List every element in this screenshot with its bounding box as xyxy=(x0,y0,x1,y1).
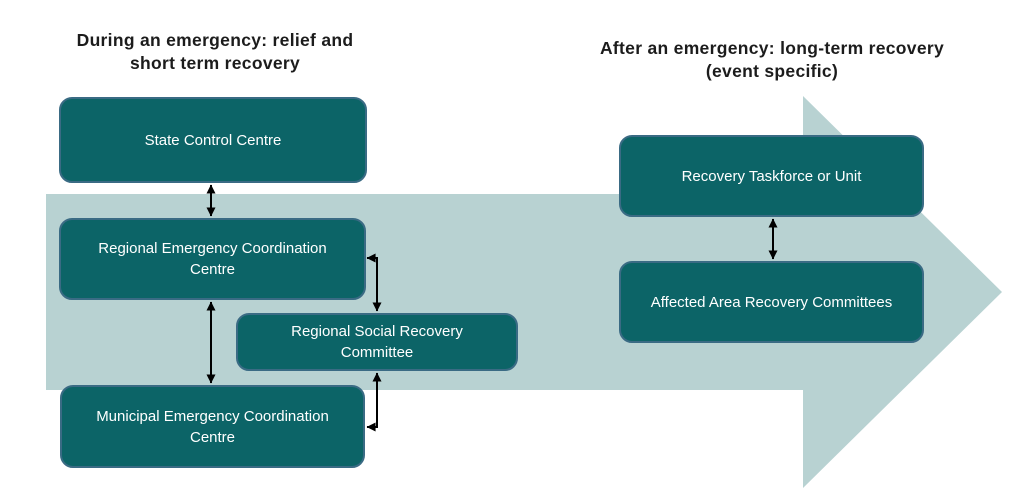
node-affected-area-recovery-committees-label: Affected Area Recovery Committees xyxy=(650,293,893,311)
after-emergency-title: After an emergency: long-term recovery (… xyxy=(557,37,987,83)
node-regional-social-recovery-committee: Regional Social Recovery Committee xyxy=(236,313,518,371)
node-affected-area-recovery-committees: Affected Area Recovery Committees xyxy=(619,261,924,343)
node-regional-emergency-coordination-centre-label: Regional Emergency Coordination Centre xyxy=(98,240,327,278)
during-emergency-title-line2: short term recovery xyxy=(129,53,301,74)
after-emergency-title-line1: After an emergency: long-term recovery xyxy=(599,38,944,58)
during-emergency-title: During an emergency: relief and short te… xyxy=(40,29,390,75)
node-recovery-taskforce-or-unit-label: Recovery Taskforce or Unit xyxy=(681,167,862,185)
node-state-control-centre: State Control Centre xyxy=(59,97,367,183)
node-municipal-emergency-coordination-centre-label: Municipal Emergency Coordination Centre xyxy=(96,407,329,446)
node-state-control-centre-label: State Control Centre xyxy=(144,131,282,149)
node-regional-emergency-coordination-centre: Regional Emergency Coordination Centre xyxy=(59,218,366,300)
during-emergency-title-line1: During an emergency: relief and xyxy=(76,30,354,50)
node-recovery-taskforce-or-unit: Recovery Taskforce or Unit xyxy=(619,135,924,217)
node-municipal-emergency-coordination-centre: Municipal Emergency Coordination Centre xyxy=(60,385,365,468)
after-emergency-title-line2: (event specific) xyxy=(705,61,839,82)
node-regional-social-recovery-committee-label: Regional Social Recovery Committee xyxy=(291,323,463,361)
